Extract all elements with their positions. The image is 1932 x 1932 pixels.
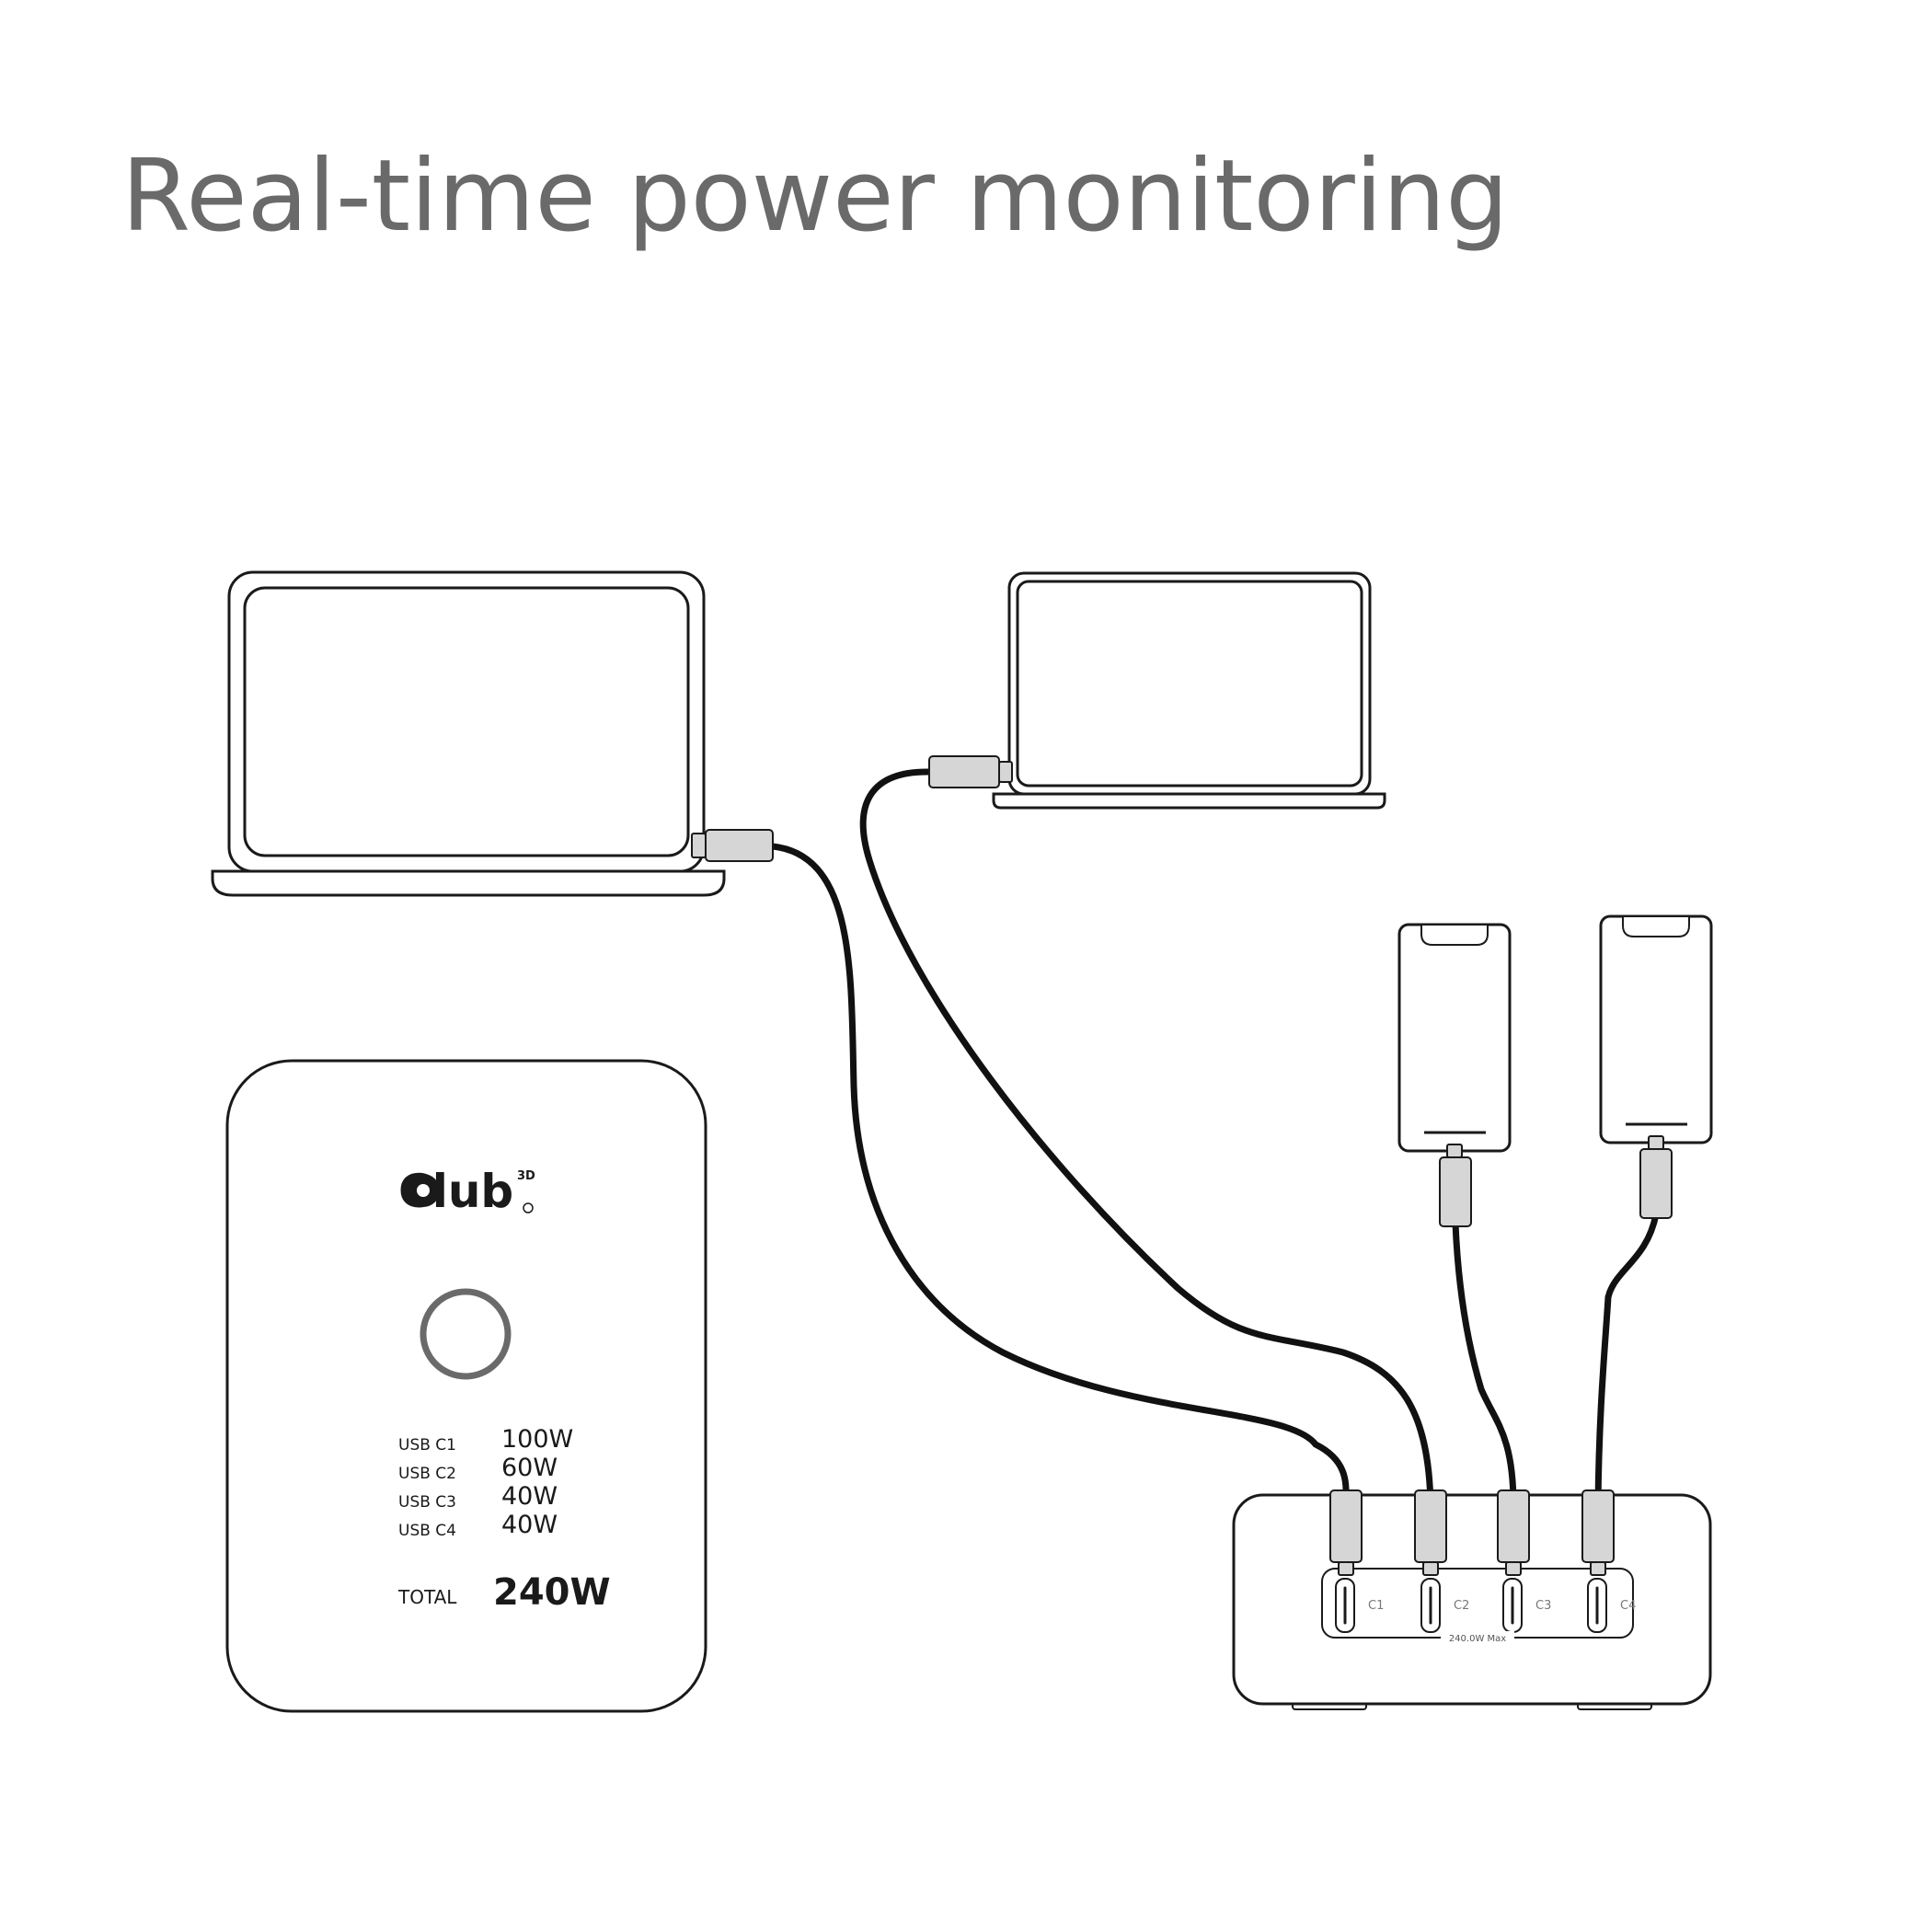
port-label: C1 [1368, 1599, 1384, 1613]
port-label: C3 [1535, 1599, 1551, 1613]
cable-small-laptop-to-c2 [859, 768, 1434, 1509]
phone-2-body [1599, 914, 1713, 1144]
port-label: C4 [1620, 1599, 1636, 1613]
charger-plug-c2 [1414, 1489, 1447, 1563]
charger-port-c4[interactable]: C4 [1587, 1578, 1636, 1633]
phone-2-plug-tip [1648, 1135, 1664, 1150]
readout-port-watts: 60W [501, 1454, 558, 1482]
charger-plug-c1-tip [1338, 1561, 1354, 1576]
usb-c-charger: C1 C2 C3 C4 240.0W Max [1232, 1489, 1712, 1710]
phone-1-notch [1420, 926, 1489, 946]
phone-1 [1397, 923, 1512, 1227]
readout-port-label: USB C2 [398, 1465, 456, 1483]
cable-large-laptop-to-c1 [769, 843, 1350, 1509]
charger-port-c3[interactable]: C3 [1502, 1578, 1551, 1633]
small-laptop-base [992, 792, 1386, 810]
display-panel-body [225, 1059, 707, 1713]
phone-2-plug [1639, 1148, 1673, 1219]
logo-superscript: 3D [517, 1169, 535, 1183]
logo-disc-center-icon [417, 1184, 430, 1197]
total-label: TOTAL [397, 1586, 457, 1608]
large-laptop-base [211, 869, 726, 897]
charger-plug-c4 [1581, 1489, 1615, 1563]
readout-port-watts: 100W [501, 1425, 573, 1454]
charger-plug-c3-tip [1505, 1561, 1522, 1576]
charger-port-c1[interactable]: C1 [1335, 1578, 1384, 1633]
power-button[interactable] [420, 1288, 512, 1380]
phone-2-notch [1622, 917, 1690, 937]
readout-port-label: USB C3 [398, 1493, 456, 1512]
cable-phone1-to-c3 [1452, 1220, 1517, 1509]
phone-2 [1599, 914, 1713, 1219]
port-readout-list: USB C1 100W USB C2 60W USB C3 40W USB C4… [398, 1425, 573, 1540]
large-laptop [211, 570, 774, 897]
charger-max-label: 240.0W Max [1449, 1634, 1506, 1644]
total-value: 240W [493, 1571, 611, 1614]
cable-phone2-to-c4 [1594, 1211, 1660, 1509]
port-label: C2 [1454, 1599, 1469, 1613]
max-label-gap [1441, 1631, 1514, 1644]
phone-1-plug [1439, 1156, 1472, 1227]
logo-text: Club [398, 1165, 513, 1218]
cables [769, 768, 1660, 1509]
brand-logo: Club 3D [398, 1165, 535, 1218]
large-laptop-screen [243, 586, 690, 857]
readout-port-label: USB C1 [398, 1436, 456, 1455]
small-laptop-plug-tip [998, 761, 1013, 783]
page-title: Real-time power monitoring [121, 139, 1509, 254]
charger-plug-c1 [1329, 1489, 1363, 1563]
small-laptop-screen [1016, 580, 1363, 788]
large-laptop-plug-tip [691, 833, 707, 858]
small-laptop-plug [928, 755, 1000, 788]
phone-1-body [1397, 923, 1512, 1153]
registered-mark-icon [523, 1202, 534, 1213]
readout-port-label: USB C4 [398, 1522, 456, 1540]
charger-display-panel: Club 3D USB C1 100W USB C2 60W USB C3 40… [225, 1059, 707, 1713]
charger-port-c2[interactable]: C2 [1420, 1578, 1469, 1633]
large-laptop-plug [705, 829, 774, 862]
readout-port-watts: 40W [501, 1482, 558, 1511]
charger-plug-c4-tip [1590, 1561, 1606, 1576]
readout-port-watts: 40W [501, 1511, 558, 1539]
charger-plug-c3 [1497, 1489, 1530, 1563]
charger-plug-c2-tip [1422, 1561, 1439, 1576]
small-laptop [928, 571, 1386, 810]
phone-1-plug-tip [1446, 1144, 1463, 1158]
